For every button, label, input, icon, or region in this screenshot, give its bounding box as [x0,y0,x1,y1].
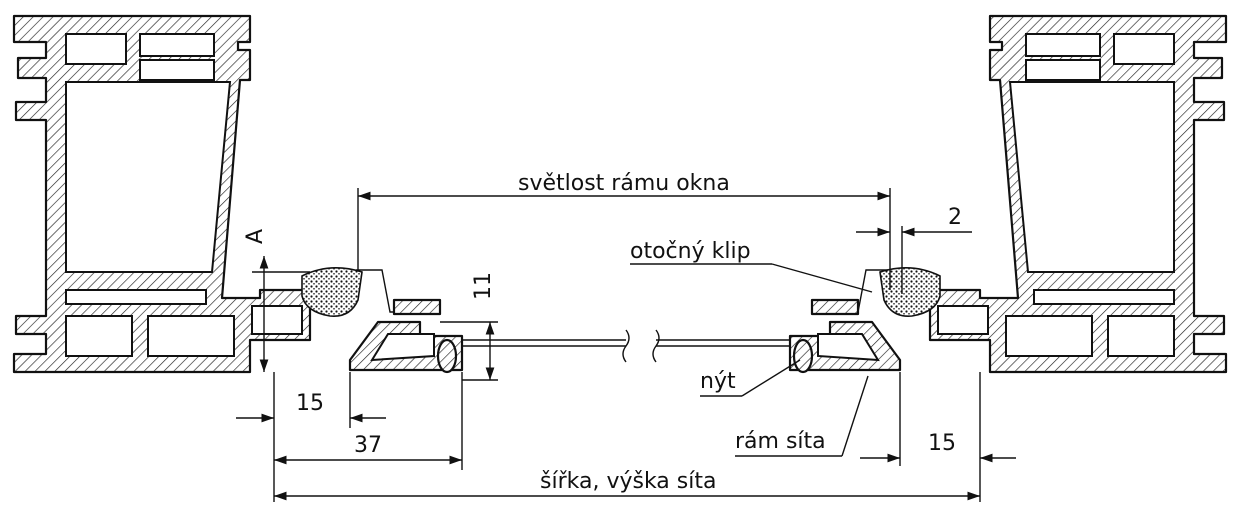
right-screen-frame [788,298,902,372]
clear-opening-label: světlost rámu okna [518,171,730,196]
screen-size-label: šířka, výška síta [540,469,716,494]
right-window-frame-profile [928,14,1228,374]
dim-37-label: 37 [354,433,382,458]
dimension-a: A [243,229,310,372]
rotary-clip-callout: otočný klip [630,239,873,293]
dimension-clear-opening: světlost rámu okna [357,171,891,290]
dimension-gap: 2 [856,205,972,294]
left-rivet [436,338,458,374]
rivet-callout: nýt [700,359,801,397]
right-rivet [792,338,814,374]
screen-frame-callout: rám síta [735,375,869,457]
dim-a-label: A [243,229,268,244]
screen-mesh [462,329,790,363]
dimension-screen-size: šířka, výška síta [274,469,980,501]
dim-15-left-label: 15 [296,391,324,416]
dim-11-label: 11 [471,272,496,300]
dimension-15-left: 15 [236,372,386,502]
dimension-11: 11 [440,272,498,381]
left-seal [301,267,363,317]
rotary-clip-label: otočný klip [630,239,751,264]
right-seal [879,267,941,317]
left-screen-frame [348,298,464,372]
left-window-frame-profile [12,14,312,374]
rivet-label: nýt [700,369,736,394]
dimension-37: 37 [274,372,463,470]
dim-15-right-label: 15 [928,431,956,456]
gap-label: 2 [948,205,962,230]
screen-frame-label: rám síta [735,429,826,454]
dimension-15-right: 15 [860,372,1016,502]
